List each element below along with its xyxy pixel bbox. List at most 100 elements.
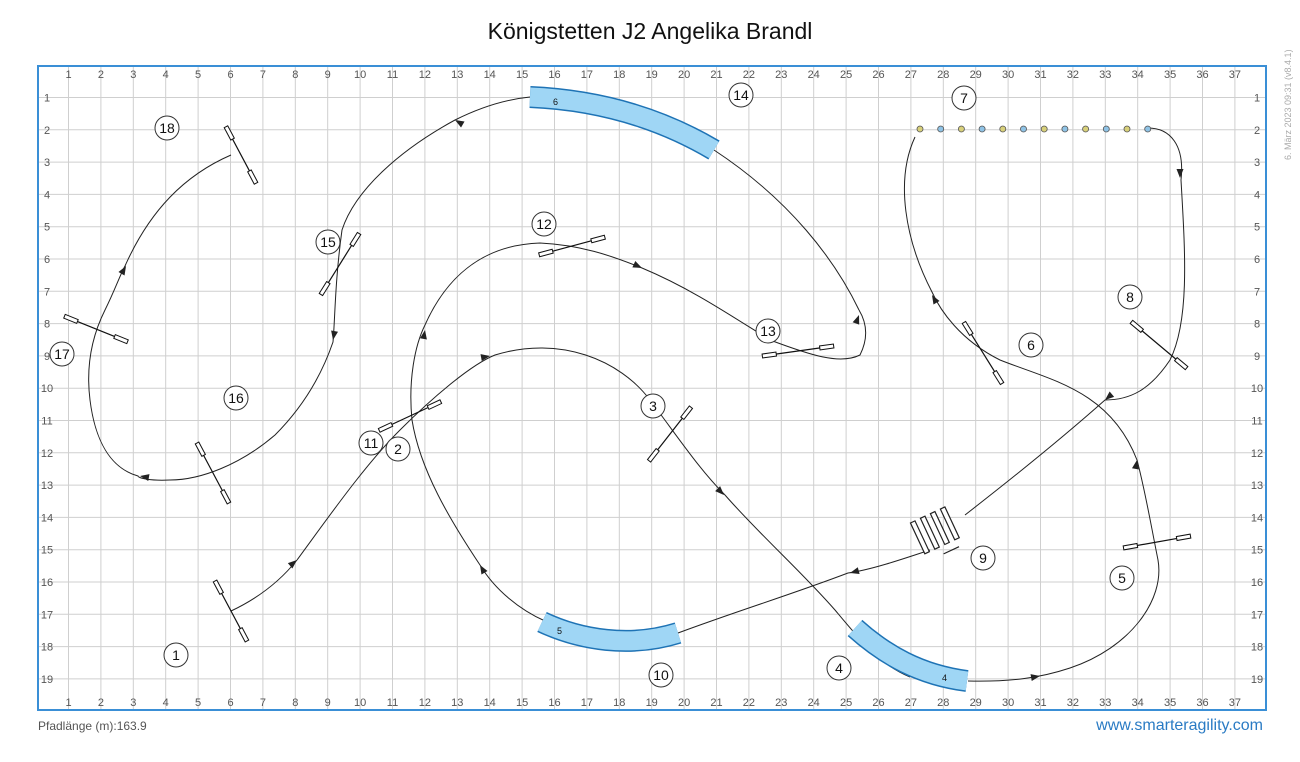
axis-label: 1: [44, 93, 50, 105]
tunnel-6: 6: [529, 86, 720, 160]
axis-label: 24: [808, 697, 820, 709]
path-arrow: [1105, 391, 1115, 400]
axis-label: 21: [710, 697, 722, 709]
axis-label: 3: [44, 157, 50, 169]
jump-bar: [1129, 319, 1189, 371]
weave-poles: [916, 125, 1152, 133]
obstacle-number-text: 13: [760, 323, 776, 339]
axis-label: 9: [44, 351, 50, 363]
axis-label: 17: [581, 69, 593, 81]
axis-label: 28: [937, 69, 949, 81]
axis-label: 2: [44, 125, 50, 137]
axis-label: 31: [1034, 69, 1046, 81]
jump-bar: [538, 234, 606, 258]
path-segment: [88, 96, 531, 481]
axis-label: 2: [1254, 125, 1260, 137]
axis-label: 36: [1196, 697, 1208, 709]
path-arrows: [118, 120, 1184, 682]
obstacle-number-text: 9: [979, 550, 987, 566]
path-segment: [903, 136, 1160, 682]
axis-label: 12: [41, 448, 53, 460]
axis-label: 15: [516, 697, 528, 709]
axis-label: 35: [1164, 697, 1176, 709]
obstacle-number-9: 9: [970, 545, 996, 571]
obstacle-number-16: 16: [223, 385, 249, 411]
path-segment: [713, 149, 860, 311]
axis-label: 10: [1251, 383, 1263, 395]
axis-label: 16: [548, 69, 560, 81]
site-url[interactable]: www.smarteragility.com: [1096, 717, 1263, 734]
obstacle-number-12: 12: [531, 211, 557, 237]
axis-label: 20: [678, 697, 690, 709]
axis-label: 19: [1251, 674, 1263, 686]
obstacle-number-text: 3: [649, 398, 657, 414]
weave-pole: [916, 125, 924, 133]
obstacle-number-text: 5: [1118, 570, 1126, 586]
axis-label: 18: [613, 697, 625, 709]
axis-label: 16: [41, 577, 53, 589]
obstacle-number-text: 18: [159, 120, 175, 136]
side-date: 6. März 2023 09:31 (v8.4.1): [1283, 49, 1293, 160]
axis-label: 4: [44, 189, 50, 201]
path-arrow: [287, 560, 297, 569]
axis-label: 22: [743, 697, 755, 709]
obstacle-number-1: 1: [163, 642, 189, 668]
axis-labels: 1122334455667788991010111112121313141415…: [41, 69, 1263, 709]
path-length: Pfadlänge (m):163.9: [38, 719, 147, 733]
axis-label: 31: [1034, 697, 1046, 709]
axis-label: 14: [484, 697, 496, 709]
axis-label: 5: [44, 222, 50, 234]
axis-label: 29: [970, 69, 982, 81]
axis-label: 8: [292, 697, 298, 709]
axis-label: 13: [1251, 480, 1263, 492]
handler-path: [88, 96, 1186, 682]
axis-label: 28: [937, 697, 949, 709]
obstacle-number-10: 10: [648, 662, 674, 688]
obstacle-number-text: 8: [1126, 289, 1134, 305]
axis-label: 8: [292, 69, 298, 81]
axis-label: 16: [548, 697, 560, 709]
axis-label: 15: [1251, 545, 1263, 557]
axis-label: 3: [1254, 157, 1260, 169]
obstacle-number-text: 14: [733, 87, 749, 103]
axis-label: 24: [808, 69, 820, 81]
path-arrow: [480, 565, 488, 575]
axis-label: 9: [325, 69, 331, 81]
axis-label: 22: [743, 69, 755, 81]
jump-bar: [1122, 533, 1192, 551]
path-arrow: [1176, 169, 1184, 178]
path-segment: [964, 127, 1186, 516]
path-arrow: [1030, 674, 1040, 682]
jump-bar: [63, 313, 129, 345]
axis-label: 8: [44, 319, 50, 331]
axis-label: 13: [41, 480, 53, 492]
axis-label: 4: [163, 69, 169, 81]
obstacle-number-17: 17: [49, 341, 75, 367]
tunnel-5: 5: [537, 611, 682, 652]
axis-label: 33: [1099, 69, 1111, 81]
path-segment: [230, 347, 911, 678]
axis-label: 17: [41, 609, 53, 621]
grid-lines: [39, 67, 1265, 709]
obstacle-number-18: 18: [154, 115, 180, 141]
jumps: [63, 125, 1192, 643]
weave-pole: [1061, 125, 1069, 133]
axis-label: 37: [1229, 69, 1241, 81]
axis-label: 3: [130, 69, 136, 81]
axis-label: 32: [1067, 69, 1079, 81]
axis-label: 6: [227, 697, 233, 709]
axis-label: 25: [840, 697, 852, 709]
axis-label: 19: [41, 674, 53, 686]
obstacle-number-text: 6: [1027, 337, 1035, 353]
path-arrow: [118, 266, 126, 276]
axis-label: 1: [1254, 93, 1260, 105]
axis-label: 34: [1132, 69, 1144, 81]
weave-pole: [1020, 125, 1027, 133]
axis-label: 7: [44, 286, 50, 298]
obstacle-number-text: 17: [54, 346, 70, 362]
axis-label: 3: [130, 697, 136, 709]
axis-label: 10: [41, 383, 53, 395]
axis-label: 6: [44, 254, 50, 266]
